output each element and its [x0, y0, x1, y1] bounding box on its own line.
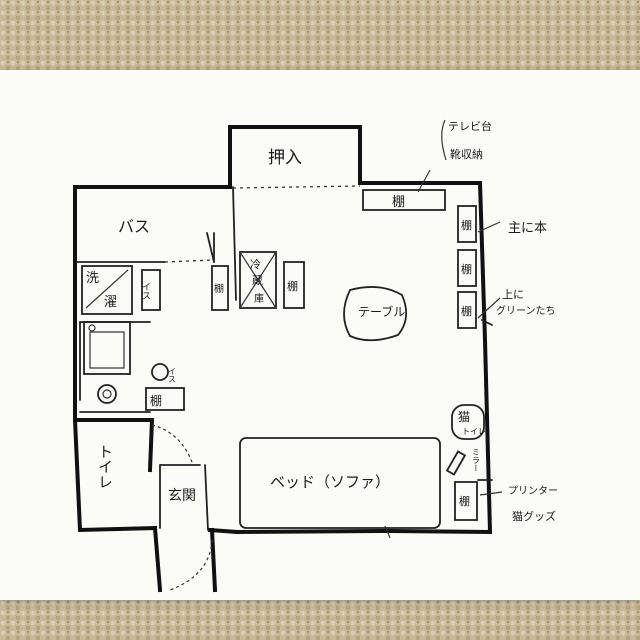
bed-sofa [239, 437, 441, 529]
outer-walls [72, 125, 493, 593]
fridge-label-2: 蔵 [252, 274, 263, 287]
doors [151, 424, 213, 591]
table [343, 286, 408, 342]
shelf-label-2: 棚 [461, 262, 472, 276]
shelf-label-1: 棚 [461, 218, 472, 232]
kitchen-shelf-label: 棚 [287, 279, 298, 293]
shelf-label-3: 棚 [461, 304, 472, 318]
fridge-label-3: 庫 [254, 292, 264, 305]
kitchen-counter [83, 321, 131, 404]
book-shelves: 棚 棚 棚 [457, 205, 477, 329]
tv-shelf [362, 189, 446, 211]
note-plants-1: 上に [502, 288, 524, 301]
cat-toilet-label-2: トイレ [462, 427, 486, 436]
hall-shelf [211, 265, 229, 311]
printer-shelf-label: 棚 [459, 494, 470, 508]
washer-label-1: 洗 [86, 271, 99, 286]
counter-shelf [145, 387, 185, 411]
mirror-label: ミラー [472, 448, 481, 472]
closet-label: 押入 [268, 148, 302, 168]
mirror [445, 450, 467, 476]
round-stool-label: イス [168, 367, 177, 383]
round-stool [151, 363, 169, 381]
paper-sheet [0, 70, 640, 600]
kitchen-shelf [283, 261, 305, 309]
note-cat-goods: 猫グッズ [512, 509, 556, 523]
fridge [239, 251, 277, 309]
annotations: テレビ台 靴収納 主に本 上に グリーンたち プリンター 猫グッズ [417, 119, 558, 523]
note-plants-2: グリーンたち [496, 304, 556, 317]
small-chair [141, 269, 161, 311]
washer-label-2: 濯 [104, 295, 117, 310]
counter-shelf-label: 棚 [150, 393, 162, 408]
washing-machine [81, 265, 133, 315]
note-printer: プリンター [508, 485, 558, 497]
tv-shelf-label: 棚 [392, 195, 405, 210]
cat-toilet [451, 404, 485, 440]
note-tv-stand: テレビ台 [448, 119, 492, 133]
fridge-label-1: 冷 [250, 258, 261, 271]
small-chair-label: イス [140, 282, 151, 300]
bed-label: ベッド（ソファ） [270, 473, 390, 491]
printer-shelf [454, 481, 478, 521]
entrance-label: 玄関 [168, 487, 196, 504]
note-books: 主に本 [508, 221, 547, 236]
toilet-label: トイレ [96, 444, 114, 489]
hall-shelf-label: 棚 [214, 282, 224, 295]
cat-toilet-label-1: 猫 [458, 410, 470, 424]
note-shoe-storage: 靴収納 [450, 147, 483, 161]
bath-label: バス [118, 217, 150, 236]
table-label: テーブル [358, 304, 405, 319]
